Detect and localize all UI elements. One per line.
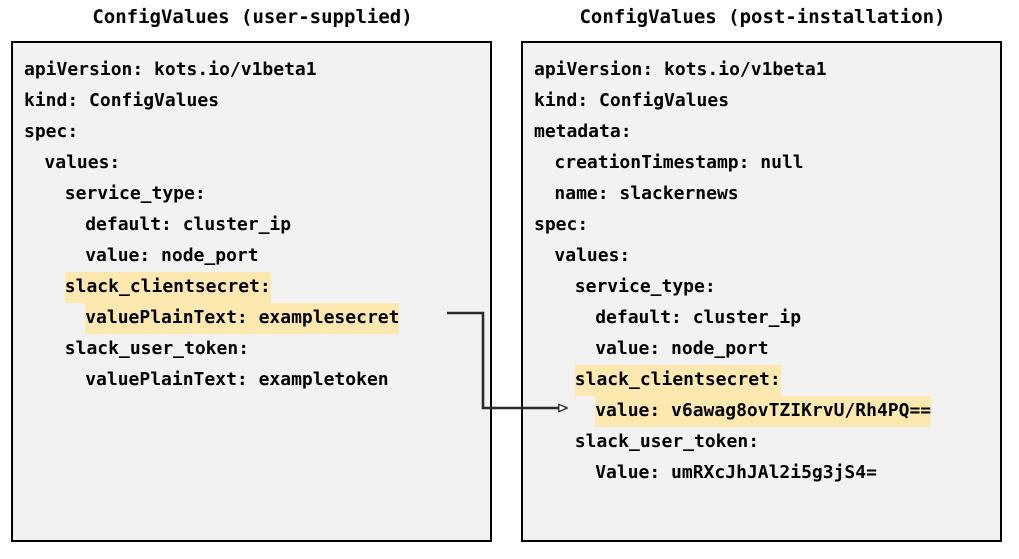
code-line-text: slack_clientsecret: — [574, 365, 781, 396]
code-line-text: values: — [554, 245, 631, 266]
code-line: default: cluster_ip — [534, 302, 996, 333]
code-line-text: slack_user_token: — [574, 431, 760, 452]
code-line-text: kind: ConfigValues — [534, 90, 730, 111]
code-line-text: metadata: — [534, 121, 632, 142]
code-line-text: name: slackernews — [554, 183, 739, 204]
code-line: value: node_port — [534, 333, 996, 364]
code-line: slack_clientsecret: — [534, 364, 996, 396]
code-line: slack_user_token: — [534, 426, 996, 457]
code-line-text: spec: — [534, 214, 589, 235]
code-line: spec: — [24, 116, 486, 147]
code-line-text: value: node_port — [595, 338, 769, 359]
code-line: slack_clientsecret: — [24, 271, 486, 303]
panel-title-post-installation: ConfigValues (post-installation) — [579, 6, 946, 28]
code-line-text: default: cluster_ip — [595, 307, 802, 328]
panel-title-user-supplied: ConfigValues (user-supplied) — [92, 6, 413, 28]
code-line-text: valuePlainText: examplesecret — [85, 303, 400, 334]
code-line: value: node_port — [24, 240, 486, 271]
code-line: valuePlainText: exampletoken — [24, 364, 486, 395]
code-line: spec: — [534, 209, 996, 240]
code-line-text: slack_clientsecret: — [64, 272, 271, 303]
code-line-text: service_type: — [64, 183, 206, 204]
code-line-text: value: v6awag8ovTZIKrvU/Rh4PQ== — [595, 396, 932, 427]
code-line-text: apiVersion: kots.io/v1beta1 — [24, 59, 317, 80]
code-line-text: values: — [44, 152, 121, 173]
code-line-text: spec: — [24, 121, 79, 142]
code-line-text: valuePlainText: exampletoken — [85, 369, 389, 390]
code-line: creationTimestamp: null — [534, 147, 996, 178]
code-line: valuePlainText: examplesecret — [24, 302, 486, 334]
code-line: kind: ConfigValues — [24, 85, 486, 116]
code-line: values: — [534, 240, 996, 271]
code-line-text: Value: umRXcJhJAl2i5g3jS4= — [595, 462, 877, 483]
code-line-text: apiVersion: kots.io/v1beta1 — [534, 59, 827, 80]
code-line: Value: umRXcJhJAl2i5g3jS4= — [534, 457, 996, 488]
code-line: default: cluster_ip — [24, 209, 486, 240]
code-line-text: kind: ConfigValues — [24, 90, 220, 111]
code-lines-post-installation: apiVersion: kots.io/v1beta1 kind: ConfigV… — [534, 54, 996, 488]
code-line-text: value: node_port — [85, 245, 259, 266]
code-line: service_type: — [24, 178, 486, 209]
code-line: apiVersion: kots.io/v1beta1 — [24, 54, 486, 85]
code-line-text: default: cluster_ip — [85, 214, 292, 235]
code-line-text: creationTimestamp: null — [554, 152, 804, 173]
code-line-text: service_type: — [574, 276, 716, 297]
code-box-post-installation: apiVersion: kots.io/v1beta1 kind: ConfigV… — [521, 41, 1002, 542]
code-line: kind: ConfigValues — [534, 85, 996, 116]
code-line: value: v6awag8ovTZIKrvU/Rh4PQ== — [534, 395, 996, 427]
code-line: service_type: — [534, 271, 996, 302]
code-line: metadata: — [534, 116, 996, 147]
code-line: values: — [24, 147, 486, 178]
code-line: apiVersion: kots.io/v1beta1 — [534, 54, 996, 85]
code-lines-user-supplied: apiVersion: kots.io/v1beta1 kind: ConfigV… — [24, 54, 486, 395]
code-line-text: slack_user_token: — [64, 338, 250, 359]
code-line: slack_user_token: — [24, 333, 486, 364]
code-line: name: slackernews — [534, 178, 996, 209]
code-box-user-supplied: apiVersion: kots.io/v1beta1 kind: ConfigV… — [11, 41, 492, 542]
